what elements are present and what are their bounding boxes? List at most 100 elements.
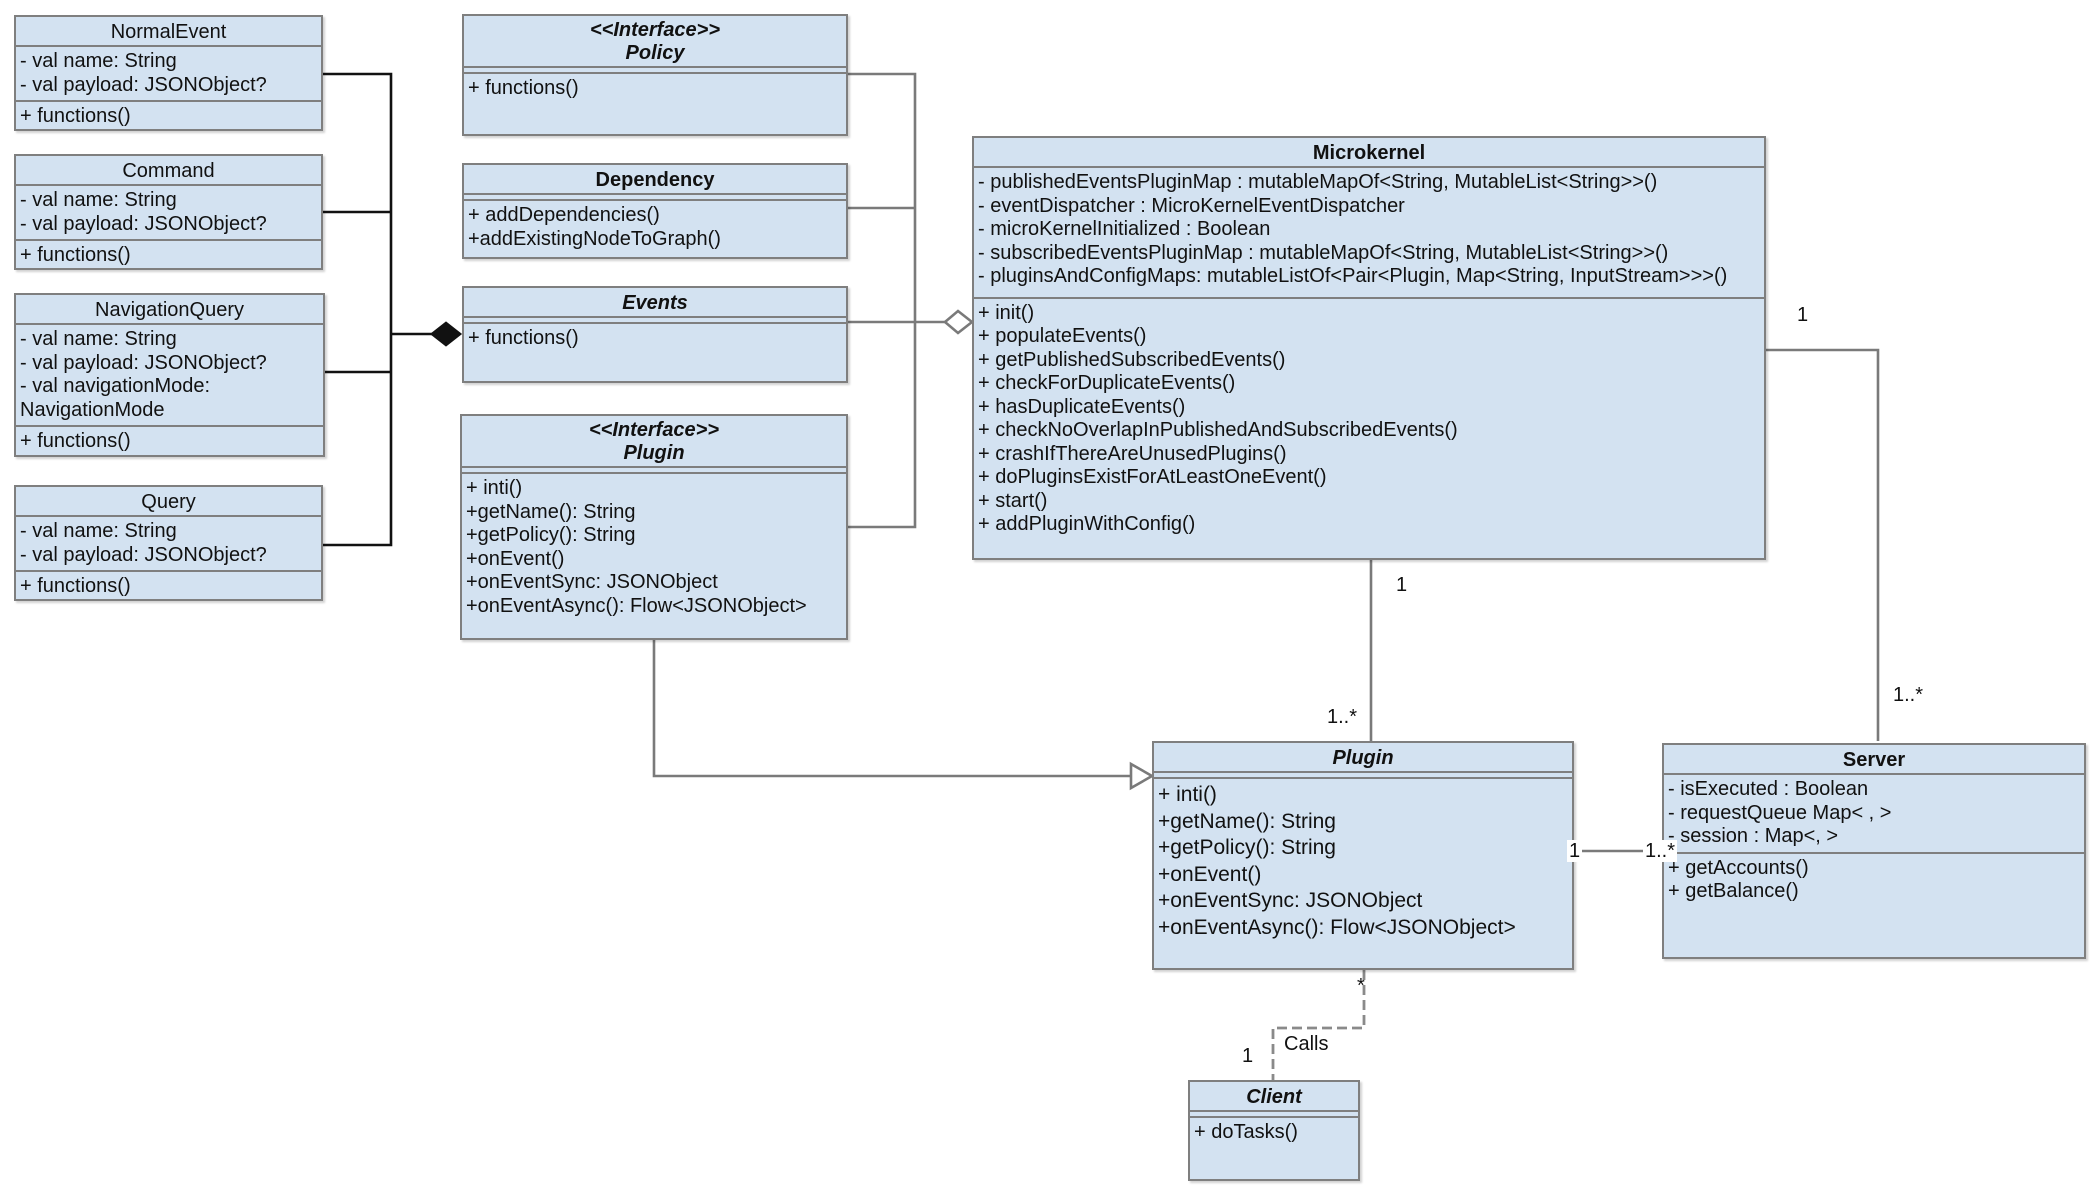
class-name: Policy <box>625 42 685 64</box>
method: +getPolicy(): String <box>1158 836 1336 859</box>
attribute: - pluginsAndConfigMaps: mutableListOf<Pa… <box>978 265 1728 287</box>
method: + inti() <box>1158 783 1217 806</box>
method: + getAccounts() <box>1668 856 1809 879</box>
method: +onEventSync: JSONObject <box>466 571 718 593</box>
class-name-block: <<Interface>> Policy <box>464 16 846 68</box>
attribute: - val name: String <box>20 189 177 211</box>
attribute-list: - publishedEventsPluginMap : mutableMapO… <box>974 168 1764 299</box>
microkernel-server-association <box>1766 348 1880 741</box>
method: + functions() <box>20 244 131 266</box>
stereotype: <<Interface>> <box>589 19 721 41</box>
method: +getName(): String <box>466 500 636 523</box>
method: + crashIfThereAreUnusedPlugins() <box>978 442 1287 465</box>
class-name: Command <box>16 156 321 186</box>
method-list: + functions() <box>16 102 321 132</box>
method-list: + inti() +getName(): String +getPolicy()… <box>1154 779 1572 944</box>
method: + init() <box>978 301 1035 324</box>
method-list: + getAccounts() + getBalance() <box>1664 854 2084 907</box>
class-name: Plugin <box>623 442 685 464</box>
attribute: - subscribedEventsPluginMap : mutableMap… <box>978 241 1669 264</box>
method: + hasDuplicateEvents() <box>978 395 1186 418</box>
attribute: - publishedEventsPluginMap : mutableMapO… <box>978 171 1658 193</box>
attribute: - eventDispatcher : MicroKernelEventDisp… <box>978 194 1405 217</box>
method: +onEventSync: JSONObject <box>1158 889 1423 912</box>
method-list: + functions() <box>16 572 321 602</box>
class-name: Dependency <box>464 165 846 195</box>
class-name: Client <box>1190 1082 1358 1112</box>
method: +onEvent() <box>466 547 565 570</box>
method-list: + functions() <box>16 241 321 271</box>
attribute: - requestQueue Map< , > <box>1668 801 1892 824</box>
plugin-client-dependency <box>1271 970 1366 1080</box>
method: + addDependencies() <box>468 204 660 226</box>
method-list: + inti() +getName(): String +getPolicy()… <box>462 474 846 621</box>
attribute: - microKernelInitialized : Boolean <box>978 218 1271 240</box>
attribute: - val payload: JSONObject? <box>20 351 267 374</box>
class-events[interactable]: Events + functions() <box>462 286 848 383</box>
aggregation-connector <box>848 72 975 529</box>
multiplicity-microkernel-plugin-1: 1 <box>1396 574 1408 596</box>
attribute-list: - val name: String - val payload: JSONOb… <box>16 47 321 102</box>
empty-attribute-compartment <box>462 468 846 474</box>
multiplicity-server-microkernel-many: 1..* <box>1893 684 1924 706</box>
class-client[interactable]: Client + doTasks() <box>1188 1080 1360 1181</box>
composition-connector <box>323 72 463 547</box>
attribute: - val name: String <box>20 328 177 350</box>
attribute: - val name: String <box>20 520 177 542</box>
method: + populateEvents() <box>978 325 1147 347</box>
method-list: + addDependencies() +addExistingNodeToGr… <box>464 201 846 254</box>
attribute: - val payload: JSONObject? <box>20 212 267 235</box>
empty-attribute-compartment <box>1190 1112 1358 1118</box>
attribute: - val name: String <box>20 50 177 72</box>
class-navigation-query[interactable]: NavigationQuery - val name: String - val… <box>14 293 325 457</box>
method: +onEventAsync(): Flow<JSONObject> <box>466 594 807 617</box>
multiplicity-plugin-microkernel-many: 1..* <box>1327 706 1358 728</box>
class-name: Plugin <box>1154 743 1572 773</box>
attribute-list: - isExecuted : Boolean - requestQueue Ma… <box>1664 775 2084 854</box>
attribute: NavigationMode <box>20 398 165 421</box>
method-list: + functions() <box>464 74 846 104</box>
class-plugin[interactable]: Plugin + inti() +getName(): String +getP… <box>1152 741 1574 970</box>
method: + doPluginsExistForAtLeastOneEvent() <box>978 466 1327 488</box>
class-query[interactable]: Query - val name: String - val payload: … <box>14 485 323 601</box>
composition-diamond <box>429 321 463 347</box>
method-list: + functions() <box>464 324 846 354</box>
method-list: + doTasks() <box>1190 1118 1358 1148</box>
attribute: - val payload: JSONObject? <box>20 73 267 96</box>
attribute: - val payload: JSONObject? <box>20 543 267 566</box>
method: + functions() <box>468 327 579 349</box>
attribute: - val navigationMode: <box>20 375 211 397</box>
method: + getPublishedSubscribedEvents() <box>978 348 1286 371</box>
method: +getPolicy(): String <box>466 524 636 546</box>
class-policy-interface[interactable]: <<Interface>> Policy + functions() <box>462 14 848 136</box>
method: + start() <box>978 489 1048 512</box>
attribute-list: - val name: String - val payload: JSONOb… <box>16 325 323 427</box>
method-list: + init() + populateEvents() + getPublish… <box>974 299 1764 540</box>
method: +onEventAsync(): Flow<JSONObject> <box>1158 915 1516 939</box>
class-plugin-interface[interactable]: <<Interface>> Plugin + inti() +getName()… <box>460 414 848 640</box>
attribute: - isExecuted : Boolean <box>1668 778 1869 800</box>
method: + getBalance() <box>1668 880 1799 902</box>
attribute: - session : Map<, > <box>1668 825 1839 847</box>
class-name-block: <<Interface>> Plugin <box>462 416 846 468</box>
method: +addExistingNodeToGraph() <box>468 227 721 250</box>
attribute-list: - val name: String - val payload: JSONOb… <box>16 186 321 241</box>
class-normal-event[interactable]: NormalEvent - val name: String - val pay… <box>14 15 323 131</box>
multiplicity-microkernel-server-1: 1 <box>1797 304 1809 326</box>
method: +onEvent() <box>1158 862 1262 886</box>
attribute-list: - val name: String - val payload: JSONOb… <box>16 517 321 572</box>
class-server[interactable]: Server - isExecuted : Boolean - requestQ… <box>1662 743 2086 959</box>
realization-connector <box>652 640 1155 791</box>
empty-attribute-compartment <box>464 195 846 201</box>
method-list: + functions() <box>16 427 323 457</box>
method: + functions() <box>20 430 131 452</box>
class-name: NormalEvent <box>16 17 321 47</box>
method: + inti() <box>466 477 523 499</box>
calls-label: Calls <box>1284 1033 1329 1055</box>
method: + functions() <box>468 77 579 99</box>
class-command[interactable]: Command - val name: String - val payload… <box>14 154 323 270</box>
empty-attribute-compartment <box>1154 773 1572 779</box>
class-microkernel[interactable]: Microkernel - publishedEventsPluginMap :… <box>972 136 1766 560</box>
class-dependency[interactable]: Dependency + addDependencies() +addExist… <box>462 163 848 259</box>
realization-arrowhead <box>1129 761 1155 791</box>
